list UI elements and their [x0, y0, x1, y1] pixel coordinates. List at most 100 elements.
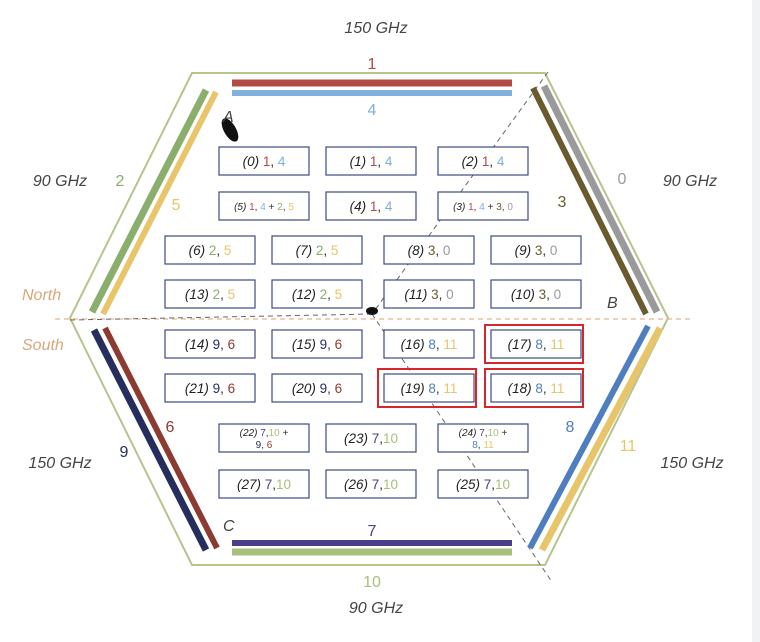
- module-channel-label: 5: [288, 202, 294, 213]
- module-box-frame: [164, 373, 256, 403]
- module-channel-label: 10: [495, 477, 510, 492]
- module-channel-label: ,: [543, 337, 551, 352]
- module-box-frame: [490, 235, 582, 265]
- module-label: (24) 7,10 +: [459, 428, 508, 439]
- module-channel-label: 8: [535, 337, 543, 352]
- module-box-frame: [164, 279, 256, 309]
- module-id: (12): [292, 287, 316, 302]
- module-channel-label: 10: [269, 428, 281, 439]
- module-id: (26): [344, 477, 368, 492]
- module-box: (21) 9, 6: [164, 373, 256, 403]
- module-id: (17): [508, 337, 532, 352]
- module-box-frame: [437, 146, 529, 176]
- module-channel-label: 6: [267, 440, 273, 451]
- module-channel-label: 7: [479, 428, 485, 439]
- module-id: (9): [515, 243, 532, 258]
- module-channel-label: 1: [482, 154, 490, 169]
- module-channel-label: ,: [255, 202, 261, 213]
- module-channel-label: 10: [383, 477, 398, 492]
- module-channel-label: 9: [320, 381, 328, 396]
- module-box-frame: [490, 329, 582, 359]
- module-id: (2): [462, 154, 479, 169]
- module-label: (13) 2, 5: [185, 287, 235, 302]
- module-channel-label: 8: [428, 381, 436, 396]
- module-box: (2) 1, 4: [437, 146, 529, 176]
- module-id: (5): [234, 202, 246, 213]
- module-box: (7) 2, 5: [271, 235, 363, 265]
- bar-number-top-outer: 1: [368, 56, 377, 73]
- module-box-frame: [383, 235, 475, 265]
- module-highlight-frame: [377, 368, 477, 408]
- module-box: (0) 1, 4: [218, 146, 310, 176]
- freq-label-right-bottom: 150 GHz: [660, 455, 723, 472]
- bar-left-outer: [88, 88, 210, 314]
- module-box: (19) 8, 11: [377, 368, 477, 408]
- module-channel-label: 1: [263, 154, 271, 169]
- module-channel-label: 4: [385, 154, 393, 169]
- bar-number-lower-left-inner: 6: [166, 419, 175, 436]
- module-id: (10): [511, 287, 535, 302]
- module-channel-label: ,: [502, 202, 508, 213]
- module-id: (1): [350, 154, 367, 169]
- module-label: (23) 7,10: [344, 431, 398, 446]
- module-channel-label: 0: [446, 287, 454, 302]
- module-box-frame: [164, 235, 256, 265]
- module-channel-label: 3: [431, 287, 439, 302]
- module-channel-label: ,: [491, 477, 495, 492]
- module-box-frame: [271, 279, 363, 309]
- module-box-frame: [437, 191, 529, 221]
- module-channel-label: ,: [379, 477, 383, 492]
- module-label: (21) 9, 6: [185, 381, 235, 396]
- module-box: (25) 7,10: [437, 469, 529, 499]
- freq-label-bottom: 90 GHz: [349, 600, 403, 617]
- module-channel-label: ,: [216, 243, 224, 258]
- freq-label-right-top: 90 GHz: [663, 173, 717, 190]
- module-channel-label: 11: [443, 381, 457, 396]
- module-channel-label: ,: [327, 337, 335, 352]
- module-channel-label: 7: [484, 477, 492, 492]
- module-label: (17) 8, 11: [508, 337, 565, 352]
- module-box: (9) 3, 0: [490, 235, 582, 265]
- module-channel-label: ,: [266, 428, 269, 439]
- module-box-frame: [218, 191, 310, 221]
- module-id: (20): [292, 381, 316, 396]
- module-channel-label: 7: [260, 428, 266, 439]
- module-channel-label: 11: [550, 381, 564, 396]
- module-channel-label: 1: [370, 199, 378, 214]
- module-label: (16) 8, 11: [401, 337, 458, 352]
- module-channel-label: 9: [320, 337, 328, 352]
- module-channel-label: ,: [272, 477, 276, 492]
- module-channel-label: 0: [554, 287, 562, 302]
- module-box: (5) 1, 4 + 2, 5: [218, 191, 310, 221]
- module-box-frame: [437, 423, 529, 453]
- module-channel-label: ,: [379, 431, 383, 446]
- module-box-frame: [490, 279, 582, 309]
- module-id: (7): [296, 243, 313, 258]
- bars: [88, 79, 664, 556]
- module-id: (14): [185, 337, 209, 352]
- module-box-frame: [383, 329, 475, 359]
- module-channel-label: 9: [213, 337, 221, 352]
- module-channel-label: 7: [372, 477, 380, 492]
- module-label: (22) 7,10 +: [240, 428, 289, 439]
- module-label: (25) 7,10: [456, 477, 510, 492]
- module-channel-label: ,: [474, 202, 480, 213]
- module-channel-label: 2: [277, 202, 283, 213]
- module-label: (0) 1, 4: [243, 154, 286, 169]
- module-channel-label: ,: [542, 243, 550, 258]
- module-box: (8) 3, 0: [383, 235, 475, 265]
- module-id: (11): [404, 287, 427, 302]
- module-label: (26) 7,10: [344, 477, 398, 492]
- module-channel-label: ,: [436, 381, 444, 396]
- module-channel-label: ,: [435, 243, 443, 258]
- module-box: (10) 3, 0: [490, 279, 582, 309]
- module-id: (25): [456, 477, 480, 492]
- module-channel-label: 4: [385, 199, 393, 214]
- module-grid: (0) 1, 4(1) 1, 4(2) 1, 4(5) 1, 4 + 2, 5(…: [164, 146, 584, 499]
- module-label: (5) 1, 4 + 2, 5: [234, 202, 294, 213]
- module-channel-label: ,: [377, 154, 385, 169]
- module-channel-label: 8: [472, 440, 478, 451]
- module-channel-label: 7: [372, 431, 380, 446]
